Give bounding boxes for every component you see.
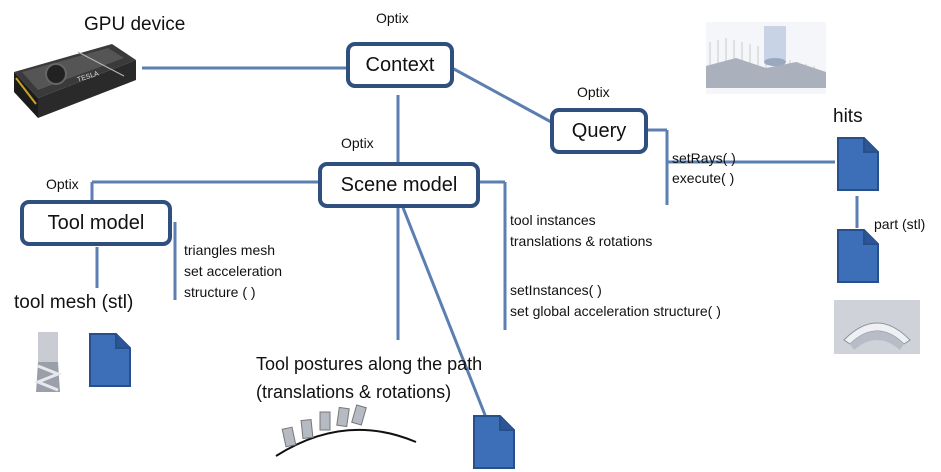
postures-line-1: Tool postures along the path xyxy=(256,354,483,374)
part-stl-label: part (stl) xyxy=(874,216,926,232)
gpu-device-label: GPU device xyxy=(84,14,186,35)
context-optix-tag: Optix xyxy=(376,10,409,26)
hits-label: hits xyxy=(833,106,863,127)
tool-mesh-document-icon xyxy=(89,333,131,387)
query-optix-tag: Optix xyxy=(577,84,610,100)
set-instances-call: setInstances( ) xyxy=(510,282,602,298)
tool-model-notes: triangles mesh set acceleration structur… xyxy=(184,240,282,303)
context-box[interactable]: Context xyxy=(346,42,454,88)
scene-inputs: tool instances translations & rotations xyxy=(510,210,652,252)
tool-instances-note: tool instances xyxy=(510,212,596,228)
postures-line-2: (translations & rotations) xyxy=(256,382,452,402)
tool-mesh-label: tool mesh (stl) xyxy=(14,292,134,313)
postures-label: Tool postures along the path (translatio… xyxy=(256,350,482,406)
structure-note: structure ( ) xyxy=(184,284,256,300)
set-acceleration-note: set acceleration xyxy=(184,263,283,279)
query-box[interactable]: Query xyxy=(550,108,648,154)
scene-calls: setInstances( ) set global acceleration … xyxy=(510,280,721,322)
translations-rotations-note: translations & rotations xyxy=(510,233,653,249)
set-rays-call: setRays( ) xyxy=(672,150,736,166)
tool-model-box[interactable]: Tool model xyxy=(20,200,172,246)
tool-postures-image xyxy=(275,404,417,457)
part-render-image xyxy=(834,300,920,354)
part-document-icon xyxy=(837,229,879,283)
postures-document-icon xyxy=(473,415,515,469)
connector-context-query xyxy=(451,66,554,125)
tool-image xyxy=(33,332,63,392)
scene-model-box[interactable]: Scene model xyxy=(318,162,480,208)
hits-document-icon xyxy=(837,137,879,191)
execute-call: execute( ) xyxy=(672,170,735,186)
connector-scene-bottom xyxy=(398,199,489,421)
surface-render-image xyxy=(706,22,826,94)
triangles-mesh-note: triangles mesh xyxy=(184,242,276,258)
gpu-card-image: TESLA xyxy=(14,44,136,118)
set-global-acceleration-call: set global acceleration structure( ) xyxy=(510,303,721,319)
query-calls: setRays( ) execute( ) xyxy=(672,148,736,188)
tool-optix-tag: Optix xyxy=(46,176,79,192)
scene-optix-tag: Optix xyxy=(341,135,374,151)
